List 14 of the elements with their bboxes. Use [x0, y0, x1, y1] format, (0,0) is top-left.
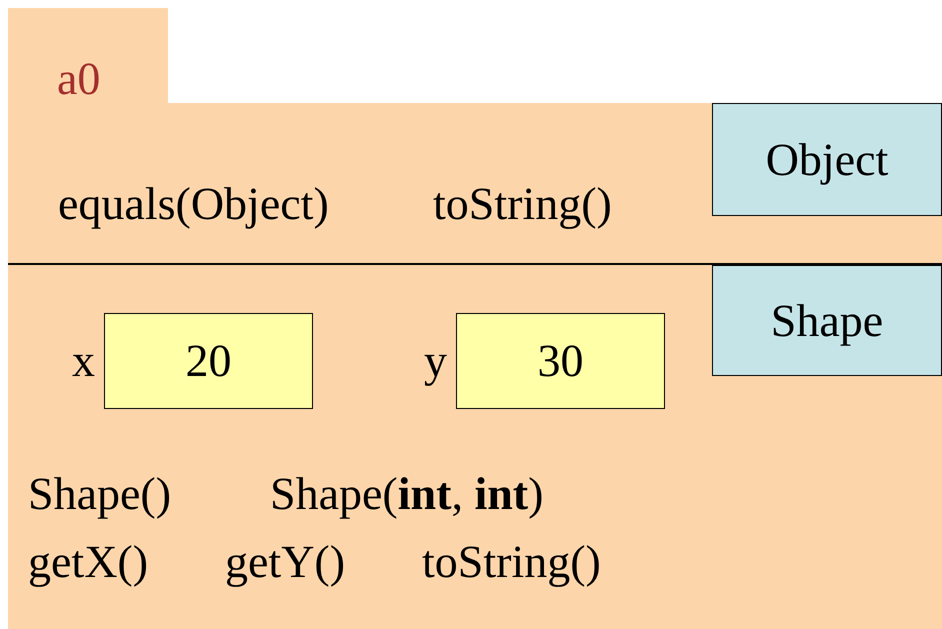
field-value-box: 30 — [456, 313, 665, 409]
field-name: x — [72, 338, 95, 384]
class-name-box: Shape — [712, 265, 942, 376]
field-value-box: 20 — [104, 313, 313, 409]
method-name: getY() — [225, 539, 346, 585]
object-name: a0 — [57, 56, 100, 102]
method-name: equals(Object) — [58, 181, 329, 227]
method-name: toString() — [422, 539, 601, 585]
method-name: Shape() — [28, 471, 172, 517]
method-name: Shape(int, int) — [270, 471, 544, 517]
field-name: y — [424, 338, 447, 384]
method-name: getX() — [28, 539, 148, 585]
class-name-box: Object — [712, 103, 942, 216]
method-name: toString() — [433, 181, 612, 227]
